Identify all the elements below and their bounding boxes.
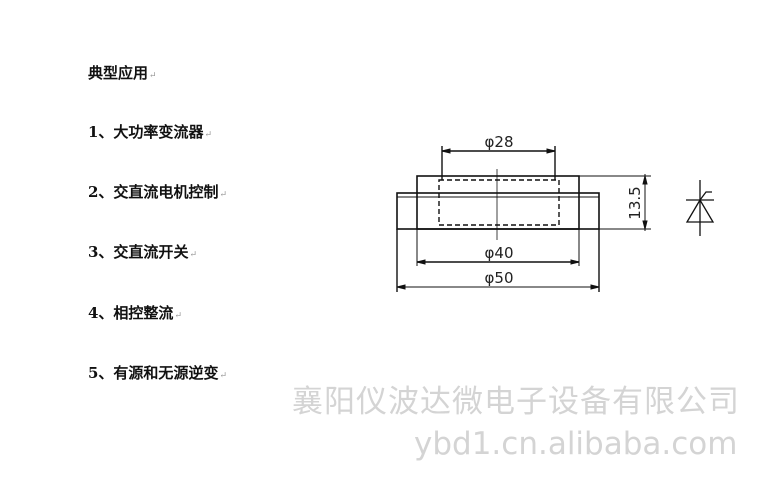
list-item-text: 1、大功率变流器: [88, 123, 204, 141]
part-outline: [396, 169, 600, 240]
list-item-text: 5、有源和无源逆变: [88, 364, 219, 382]
dim-outer-label: φ50: [485, 269, 514, 287]
heading-text: 典型应用: [88, 64, 149, 82]
dim-top-label: φ28: [485, 133, 514, 151]
inner-bore-hidden-line: [438, 179, 560, 226]
paragraph-mark: ↵: [174, 311, 182, 321]
list-item: 2、交直流电机控制↵: [88, 183, 227, 204]
list-item: 4、相控整流↵: [88, 304, 182, 325]
list-item: 5、有源和无源逆变↵: [88, 364, 227, 385]
heading: 典型应用↵: [88, 64, 157, 85]
watermark-company: 襄阳仪波达微电子设备有限公司: [292, 384, 740, 420]
watermark-site: ybd1.cn.alibaba.com: [414, 426, 738, 462]
list-item: 1、大功率变流器↵: [88, 123, 212, 144]
paragraph-mark: ↵: [219, 371, 227, 381]
thyristor-symbol-icon: [685, 180, 715, 236]
list-item: 3、交直流开关↵: [88, 243, 197, 264]
paragraph-mark: ↵: [204, 130, 212, 140]
dimensions: [396, 146, 651, 292]
list-item-text: 3、交直流开关: [88, 243, 189, 261]
dim-inner-label: φ40: [485, 244, 514, 262]
paragraph-mark: ↵: [219, 190, 227, 200]
list-item-text: 2、交直流电机控制: [88, 183, 219, 201]
dim-height-label: 13.5: [626, 186, 644, 219]
list-item-text: 4、相控整流: [88, 304, 174, 322]
paragraph-mark: ↵: [149, 71, 157, 81]
paragraph-mark: ↵: [189, 250, 197, 260]
